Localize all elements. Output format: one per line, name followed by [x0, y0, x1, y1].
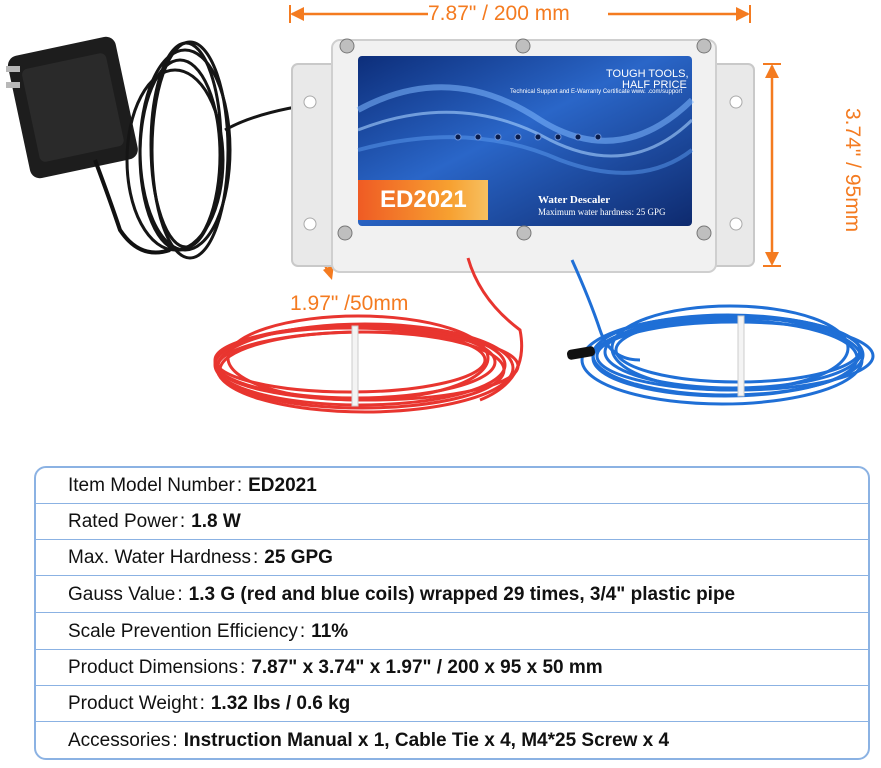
device-title: Water Descaler: [538, 194, 611, 206]
depth-dimension-label: 1.97" /50mm: [290, 292, 409, 315]
width-dimension-arrow: [289, 5, 751, 23]
spec-value: 11%: [311, 620, 349, 642]
spec-value: 1.3 G (red and blue coils) wrapped 29 ti…: [188, 583, 736, 605]
spec-row-power: Rated Power:1.8 W: [36, 504, 868, 540]
product-photo: [6, 5, 875, 414]
blue-cable-tie: [737, 315, 745, 397]
spec-row-model: Item Model Number:ED2021: [36, 468, 868, 504]
specifications-table: Item Model Number:ED2021 Rated Power:1.8…: [34, 466, 870, 760]
descaler-unit: [291, 38, 755, 273]
red-cable-tie: [351, 325, 359, 407]
spec-separator: :: [172, 730, 178, 751]
spec-value: ED2021: [248, 474, 317, 496]
spec-label: Item Model Number: [68, 474, 235, 496]
spec-row-hardness: Max. Water Hardness:25 GPG: [36, 540, 868, 576]
spec-label: Max. Water Hardness: [68, 546, 252, 568]
spec-label: Product Weight: [68, 692, 198, 714]
spec-separator: :: [177, 583, 183, 605]
model-badge-label: ED2021: [380, 186, 467, 213]
spec-separator: :: [299, 620, 306, 642]
spec-value: Instruction Manual x 1, Cable Tie x 4, M…: [183, 730, 670, 751]
spec-row-dimensions: Product Dimensions:7.87" x 3.74" x 1.97"…: [36, 650, 868, 686]
spec-separator: :: [236, 474, 243, 496]
spec-label: Gauss Value: [68, 583, 176, 605]
spec-separator: :: [199, 692, 205, 714]
wire-end-cap: [566, 346, 596, 360]
spec-value: 1.8 W: [191, 510, 241, 532]
spec-separator: :: [253, 546, 259, 568]
brand-slogan-line1: TOUGH TOOLS,: [606, 68, 689, 80]
power-adapter: [6, 36, 171, 255]
spec-value: 1.32 lbs / 0.6 kg: [210, 692, 351, 714]
spec-label: Scale Prevention Efficiency: [68, 620, 298, 642]
height-dimension-arrow: [763, 63, 781, 267]
spec-label: Accessories: [68, 730, 171, 751]
height-dimension-label: 3.74" / 95mm: [841, 108, 864, 233]
spec-label: Rated Power: [68, 510, 178, 532]
spec-value: 7.87" x 3.74" x 1.97" / 200 x 95 x 50 mm: [251, 656, 603, 678]
spec-value: 25 GPG: [264, 546, 333, 568]
spec-row-gauss: Gauss Value:1.3 G (red and blue coils) w…: [36, 577, 868, 613]
model-badge: [358, 180, 488, 220]
support-text: Technical Support and E-Warranty Certifi…: [510, 89, 683, 95]
blue-coil-wire: [570, 259, 875, 406]
product-illustration: 7.87" / 200 mm 3.74" / 95mm 1.97" /50mm …: [6, 2, 875, 414]
width-dimension-label: 7.87" / 200 mm: [428, 2, 570, 25]
spec-row-weight: Product Weight:1.32 lbs / 0.6 kg: [36, 686, 868, 722]
hardness-note: Maximum water hardness: 25 GPG: [538, 207, 666, 217]
spec-row-accessories: Accessories:Instruction Manual x 1, Cabl…: [36, 723, 868, 758]
red-coil-wire: [213, 257, 524, 414]
spec-separator: :: [240, 656, 246, 678]
spec-separator: :: [179, 510, 186, 532]
brand-slogan-line2: HALF PRICE: [622, 79, 687, 91]
spec-row-efficiency: Scale Prevention Efficiency:11%: [36, 614, 868, 650]
spec-label: Product Dimensions: [68, 656, 239, 678]
